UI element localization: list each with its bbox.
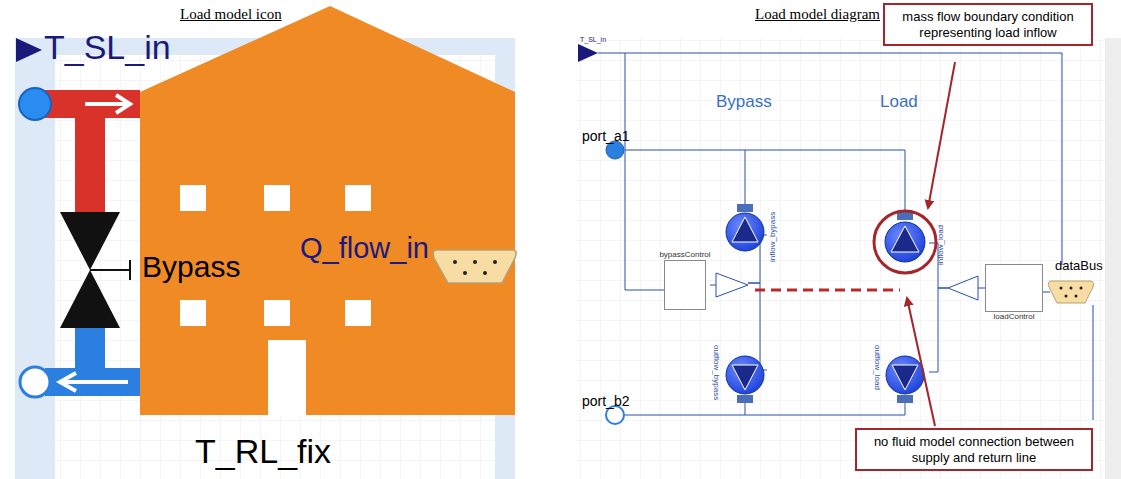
text-label: Load model icon	[180, 6, 282, 23]
pump-symbols	[726, 204, 925, 403]
load-icon	[15, 6, 516, 479]
text-label: inflow_load	[936, 225, 945, 265]
control-block: bypassControl	[659, 250, 711, 310]
control-block: loadControl	[985, 264, 1043, 322]
text-label: port_a1	[582, 128, 629, 144]
block-outline	[985, 264, 1043, 312]
text-label: dataBus	[1055, 259, 1103, 274]
text-label: outflow_bypass	[712, 345, 721, 400]
load-diagram	[575, 38, 1121, 479]
block-outline	[664, 260, 706, 310]
text-label: Q_flow_in	[300, 232, 429, 265]
callout-box: mass flow boundary condition representin…	[883, 3, 1093, 46]
callout-text: mass flow boundary condition representin…	[891, 9, 1085, 40]
text-label: port_b2	[582, 393, 629, 409]
text-label: T_RL_fix	[195, 432, 331, 471]
block-name: bypassControl	[659, 250, 711, 260]
text-label: Load	[880, 92, 918, 112]
text-label: outflow_load	[873, 345, 882, 390]
text-label: Load model diagram	[755, 6, 880, 23]
text-label: Bypass	[716, 92, 772, 112]
callout-text: no fluid model connection between supply…	[863, 434, 1085, 465]
callout-box: no fluid model connection between supply…	[855, 428, 1093, 471]
block-name: loadControl	[985, 312, 1043, 322]
text-label: T_SL_in	[44, 28, 171, 67]
text-label: Bypass	[142, 250, 240, 285]
text-label: T_SL_in	[580, 36, 606, 44]
text-label: inflow_bypass	[768, 212, 777, 262]
